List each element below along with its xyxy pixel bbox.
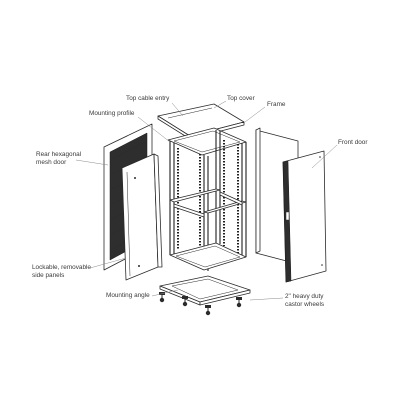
leader-lines xyxy=(75,100,338,301)
label-rear-mesh-door-line1: Rear hexagonal xyxy=(36,151,82,158)
side-panel xyxy=(121,153,163,281)
front-door xyxy=(282,150,327,283)
label-rear-mesh-door: Rear hexagonal mesh door xyxy=(36,151,81,166)
rack-frame xyxy=(167,127,247,271)
label-side-panels-line1: Lockable, removable xyxy=(32,264,91,271)
panel-lock-icon xyxy=(134,177,136,179)
castor-wheel-icon xyxy=(236,297,242,308)
label-frame: Frame xyxy=(267,101,286,108)
castor-wheel-icon xyxy=(205,305,211,316)
castor-wheel-icon xyxy=(182,296,188,307)
label-front-door: Front door xyxy=(338,139,368,146)
label-top-cover: Top cover xyxy=(227,95,255,102)
label-side-panels-line2: side panels xyxy=(32,271,65,279)
label-side-panels: Lockable, removable side panels xyxy=(32,264,91,279)
label-castor-wheels-line1: 2" heavy duty xyxy=(285,293,324,300)
door-handle-icon xyxy=(285,211,290,221)
label-rear-mesh-door-line2: mesh door xyxy=(36,158,67,166)
label-top-cable-entry: Top cable entry xyxy=(126,95,170,102)
label-mounting-angle: Mounting angle xyxy=(106,292,150,299)
mounting-angle xyxy=(159,275,251,306)
label-mounting-profile: Mounting profile xyxy=(89,110,135,117)
label-castor-wheels-line2: castor wheels xyxy=(285,300,325,308)
label-castor-wheels: 2" heavy duty castor wheels xyxy=(285,293,324,308)
